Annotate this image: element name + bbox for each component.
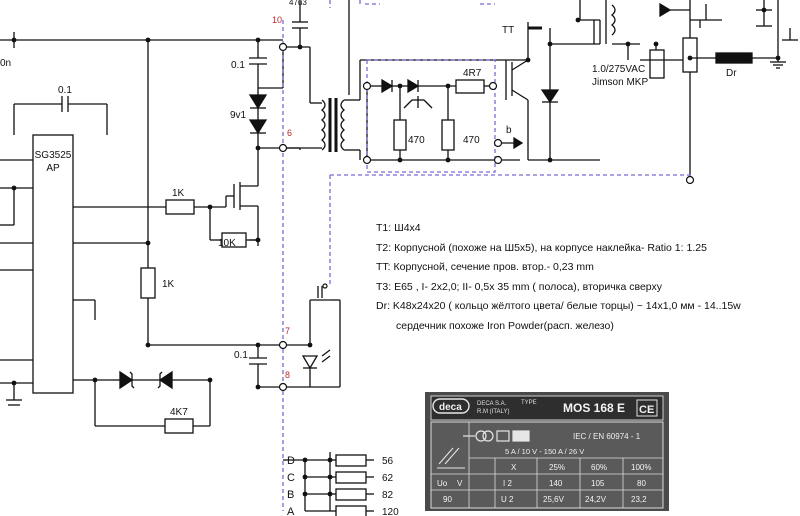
plate-uo-value: 90: [443, 495, 452, 504]
r1k-a-label: 1K: [172, 188, 185, 199]
plate-u2-100: 23,2: [631, 495, 647, 504]
plate-u2-25: 25,6V: [543, 495, 565, 504]
cap-mid-label: 0.1: [234, 350, 248, 361]
node-6-label: 6: [287, 128, 292, 138]
switch-letter-d: D: [287, 455, 295, 467]
component-notes: T1: Ш4x4 T2: Корпусной (похоже на Ш5x5),…: [376, 219, 741, 336]
sg3525-ic: [32, 134, 74, 394]
plate-u2-60: 24,2V: [585, 495, 607, 504]
transformer-symbol-icon: [463, 430, 530, 442]
switch-value-82: 82: [382, 490, 394, 501]
plate-i2-25: 140: [549, 479, 563, 488]
plate-ce-mark: CE: [639, 404, 654, 416]
note-dr-core: сердечник похоже Iron Powder(расп. желез…: [396, 319, 614, 332]
cap-ic-label: 0.1: [58, 85, 72, 96]
r4k7-label: 4K7: [170, 407, 188, 418]
plate-uo: Uo: [437, 479, 448, 488]
switch-value-56: 56: [382, 456, 394, 467]
zener-label: 9v1: [230, 110, 247, 121]
left-partial-label: 0n: [0, 58, 11, 69]
plate-standard: IEC / EN 60974 - 1: [573, 432, 641, 441]
node-10-label: 10: [272, 15, 282, 25]
cap-note-1: 1.0/275VAC: [592, 64, 645, 75]
r470-a-label: 470: [408, 135, 425, 146]
note-t1: T1: Ш4x4: [376, 222, 421, 234]
node-7-label: 7: [285, 326, 290, 336]
r10k-label: 10K: [218, 238, 236, 249]
switch-value-120: 120: [382, 507, 399, 516]
rating-plate-photo: deca DECA S.A. R.M (ITALY) TYPE MOS 168 …: [425, 392, 669, 511]
switch-letter-c: C: [287, 472, 295, 484]
switch-letter-a: A: [287, 506, 295, 516]
note-t2: T2: Корпусной (похоже на Ш5x5), на корпу…: [376, 241, 707, 254]
plate-model: MOS 168 E: [563, 401, 625, 415]
plate-type: TYPE: [521, 400, 537, 406]
cap-top-label: 0.1: [231, 60, 245, 71]
plate-header-x: X: [511, 463, 517, 472]
top-partial-label: 47u3: [289, 0, 307, 7]
plate-range: 5 A / 10 V - 150 A / 26 V: [505, 447, 584, 456]
plate-u2: U 2: [501, 495, 514, 504]
plate-i2-100: 80: [637, 479, 646, 488]
r1k-b-label: 1K: [162, 279, 175, 290]
deca-logo: [432, 398, 470, 414]
cap-note-2: Jimson MKP: [592, 77, 648, 88]
node-b-label: b: [506, 125, 512, 136]
plate-v: V: [457, 479, 463, 488]
switch-letter-b: B: [287, 489, 294, 501]
welding-torch-icon: [437, 447, 465, 469]
plate-maker-1: DECA S.A.: [477, 401, 507, 407]
plate-brand: deca: [439, 402, 462, 413]
note-tt: TT: Корпусной, сечение пров. втор.- 0,23…: [376, 261, 594, 273]
switch-value-62: 62: [382, 473, 394, 484]
plate-maker-2: R.M (ITALY): [477, 409, 509, 415]
plate-header-60: 60%: [591, 463, 607, 472]
plate-i2: I 2: [503, 479, 512, 488]
r470-b-label: 470: [463, 135, 480, 146]
node-8-label: 8: [285, 370, 290, 380]
ic-name-label: SG3525: [35, 150, 72, 161]
note-t3: T3: E65 , I- 2x2,0; II- 0,5x 35 mm ( пол…: [376, 280, 663, 293]
r4r7-label: 4R7: [463, 68, 482, 79]
ic-suffix-label: AP: [46, 163, 60, 174]
tt-label: TT: [502, 25, 514, 36]
plate-header-25: 25%: [549, 463, 565, 472]
note-dr: Dr: K48x24x20 ( кольцо жёлтого цвета/ бе…: [376, 300, 741, 312]
dr-label: Dr: [726, 68, 737, 79]
plate-header-100: 100%: [631, 463, 651, 472]
plate-i2-60: 105: [591, 479, 605, 488]
